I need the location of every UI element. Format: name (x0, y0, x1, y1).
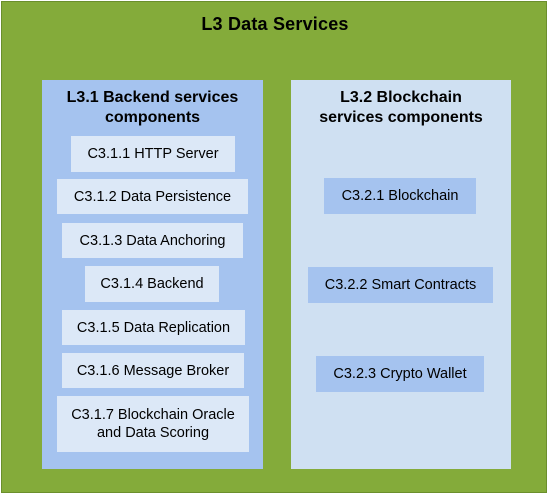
backend-services-layer: L3.1 Backend services components C3.1.1 … (42, 80, 263, 469)
component-blockchain-oracle: C3.1.7 Blockchain Oracle and Data Scorin… (57, 396, 249, 452)
component-data-persistence: C3.1.2 Data Persistence (57, 179, 248, 214)
component-smart-contracts: C3.2.2 Smart Contracts (308, 267, 493, 303)
component-data-replication: C3.1.5 Data Replication (62, 310, 245, 345)
component-blockchain: C3.2.1 Blockchain (324, 178, 476, 214)
component-crypto-wallet: C3.2.3 Crypto Wallet (316, 356, 484, 392)
component-message-broker: C3.1.6 Message Broker (62, 353, 244, 388)
component-data-anchoring: C3.1.3 Data Anchoring (62, 223, 243, 258)
blockchain-layer-title: L3.2 Blockchain services components (319, 89, 483, 126)
component-http-server: C3.1.1 HTTP Server (71, 136, 235, 172)
component-backend: C3.1.4 Backend (85, 266, 219, 302)
blockchain-services-layer: L3.2 Blockchain services components C3.2… (291, 80, 511, 469)
diagram-title: L3 Data Services (201, 14, 349, 34)
backend-layer-title: L3.1 Backend services components (66, 89, 239, 126)
